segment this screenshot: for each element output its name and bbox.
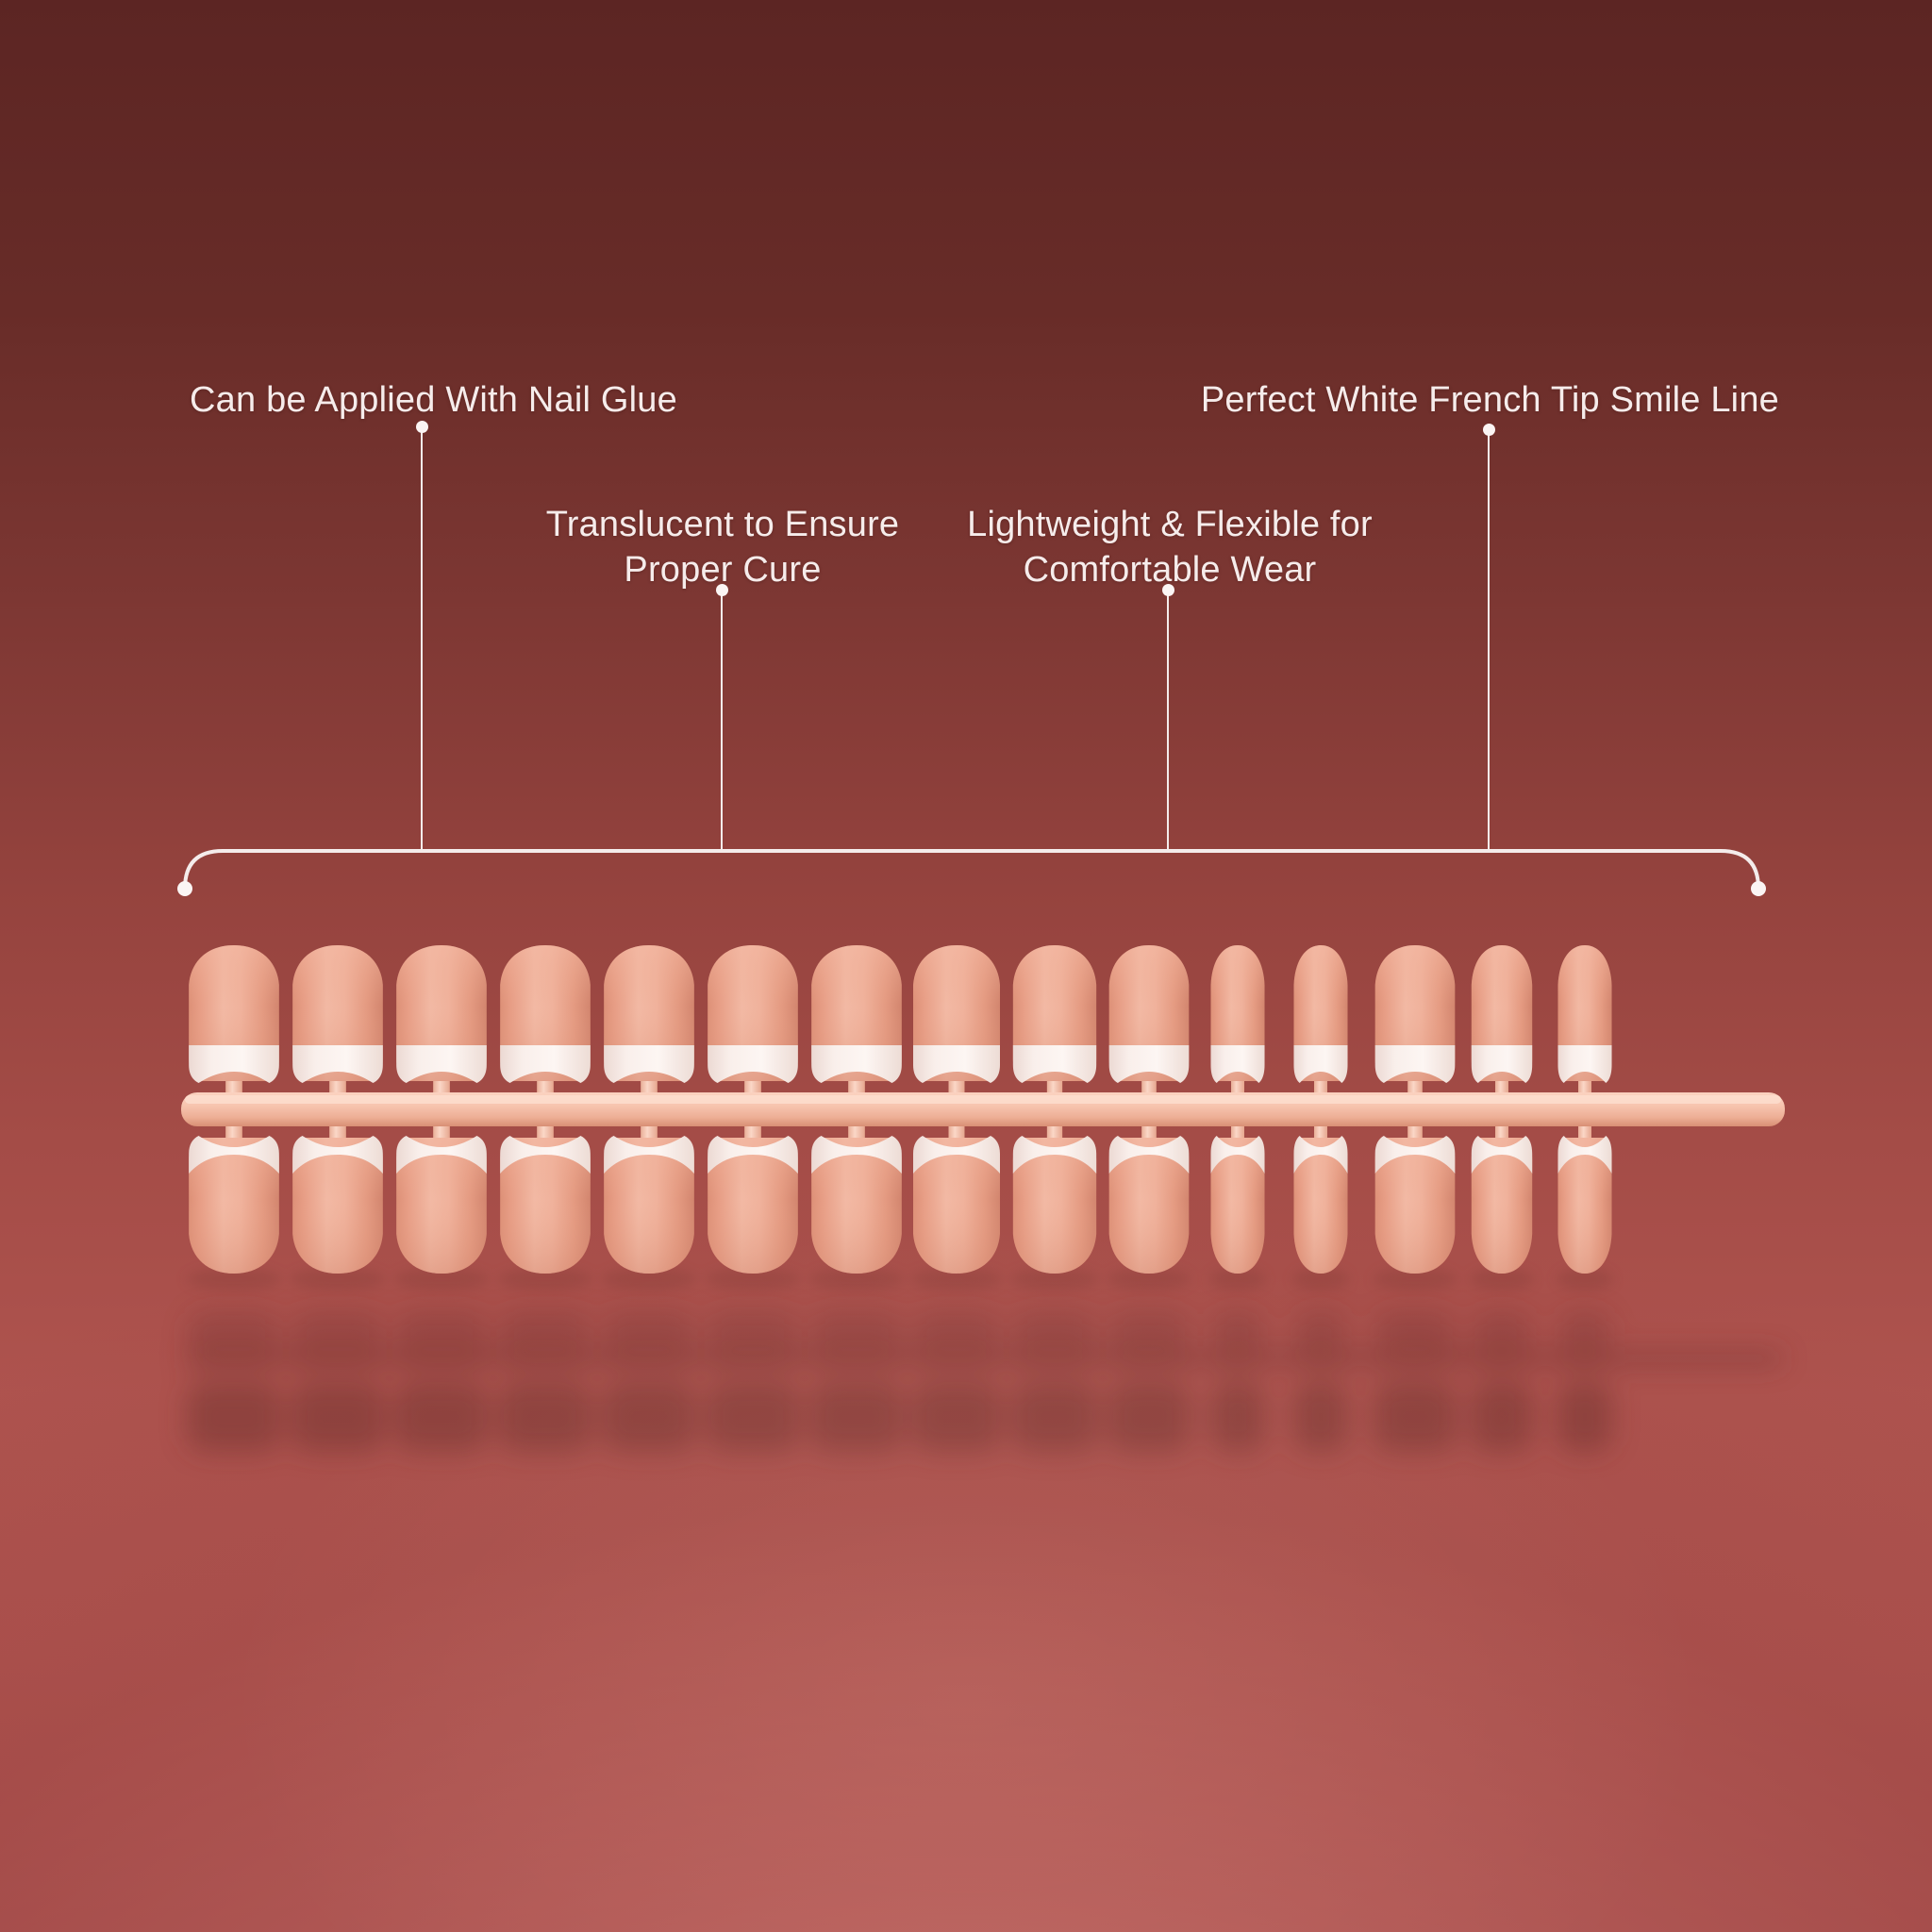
leader-line-lightweight-flexible (1161, 584, 1174, 851)
leader-line-translucent-cure (715, 584, 728, 851)
shadow-row-lower (187, 1382, 1612, 1452)
callout-label-french-tip-smile-line: Perfect White French Tip Smile Line (1200, 380, 1779, 420)
contact-shadow-group (187, 1268, 1613, 1291)
leader-line-french-tip-smile-line (1482, 424, 1495, 851)
callout-label-nail-glue: Can be Applied With Nail Glue (190, 380, 677, 420)
leader-line-nail-glue (415, 421, 428, 851)
center-rail (181, 1092, 1785, 1126)
callout-label-lightweight-flexible: Lightweight & Flexible for Comfortable W… (967, 505, 1373, 591)
shadow-rail (185, 1351, 1783, 1366)
callout-label-translucent-cure: Translucent to Ensure Proper Cure (545, 505, 900, 591)
product-shadow-group (185, 1311, 1783, 1452)
